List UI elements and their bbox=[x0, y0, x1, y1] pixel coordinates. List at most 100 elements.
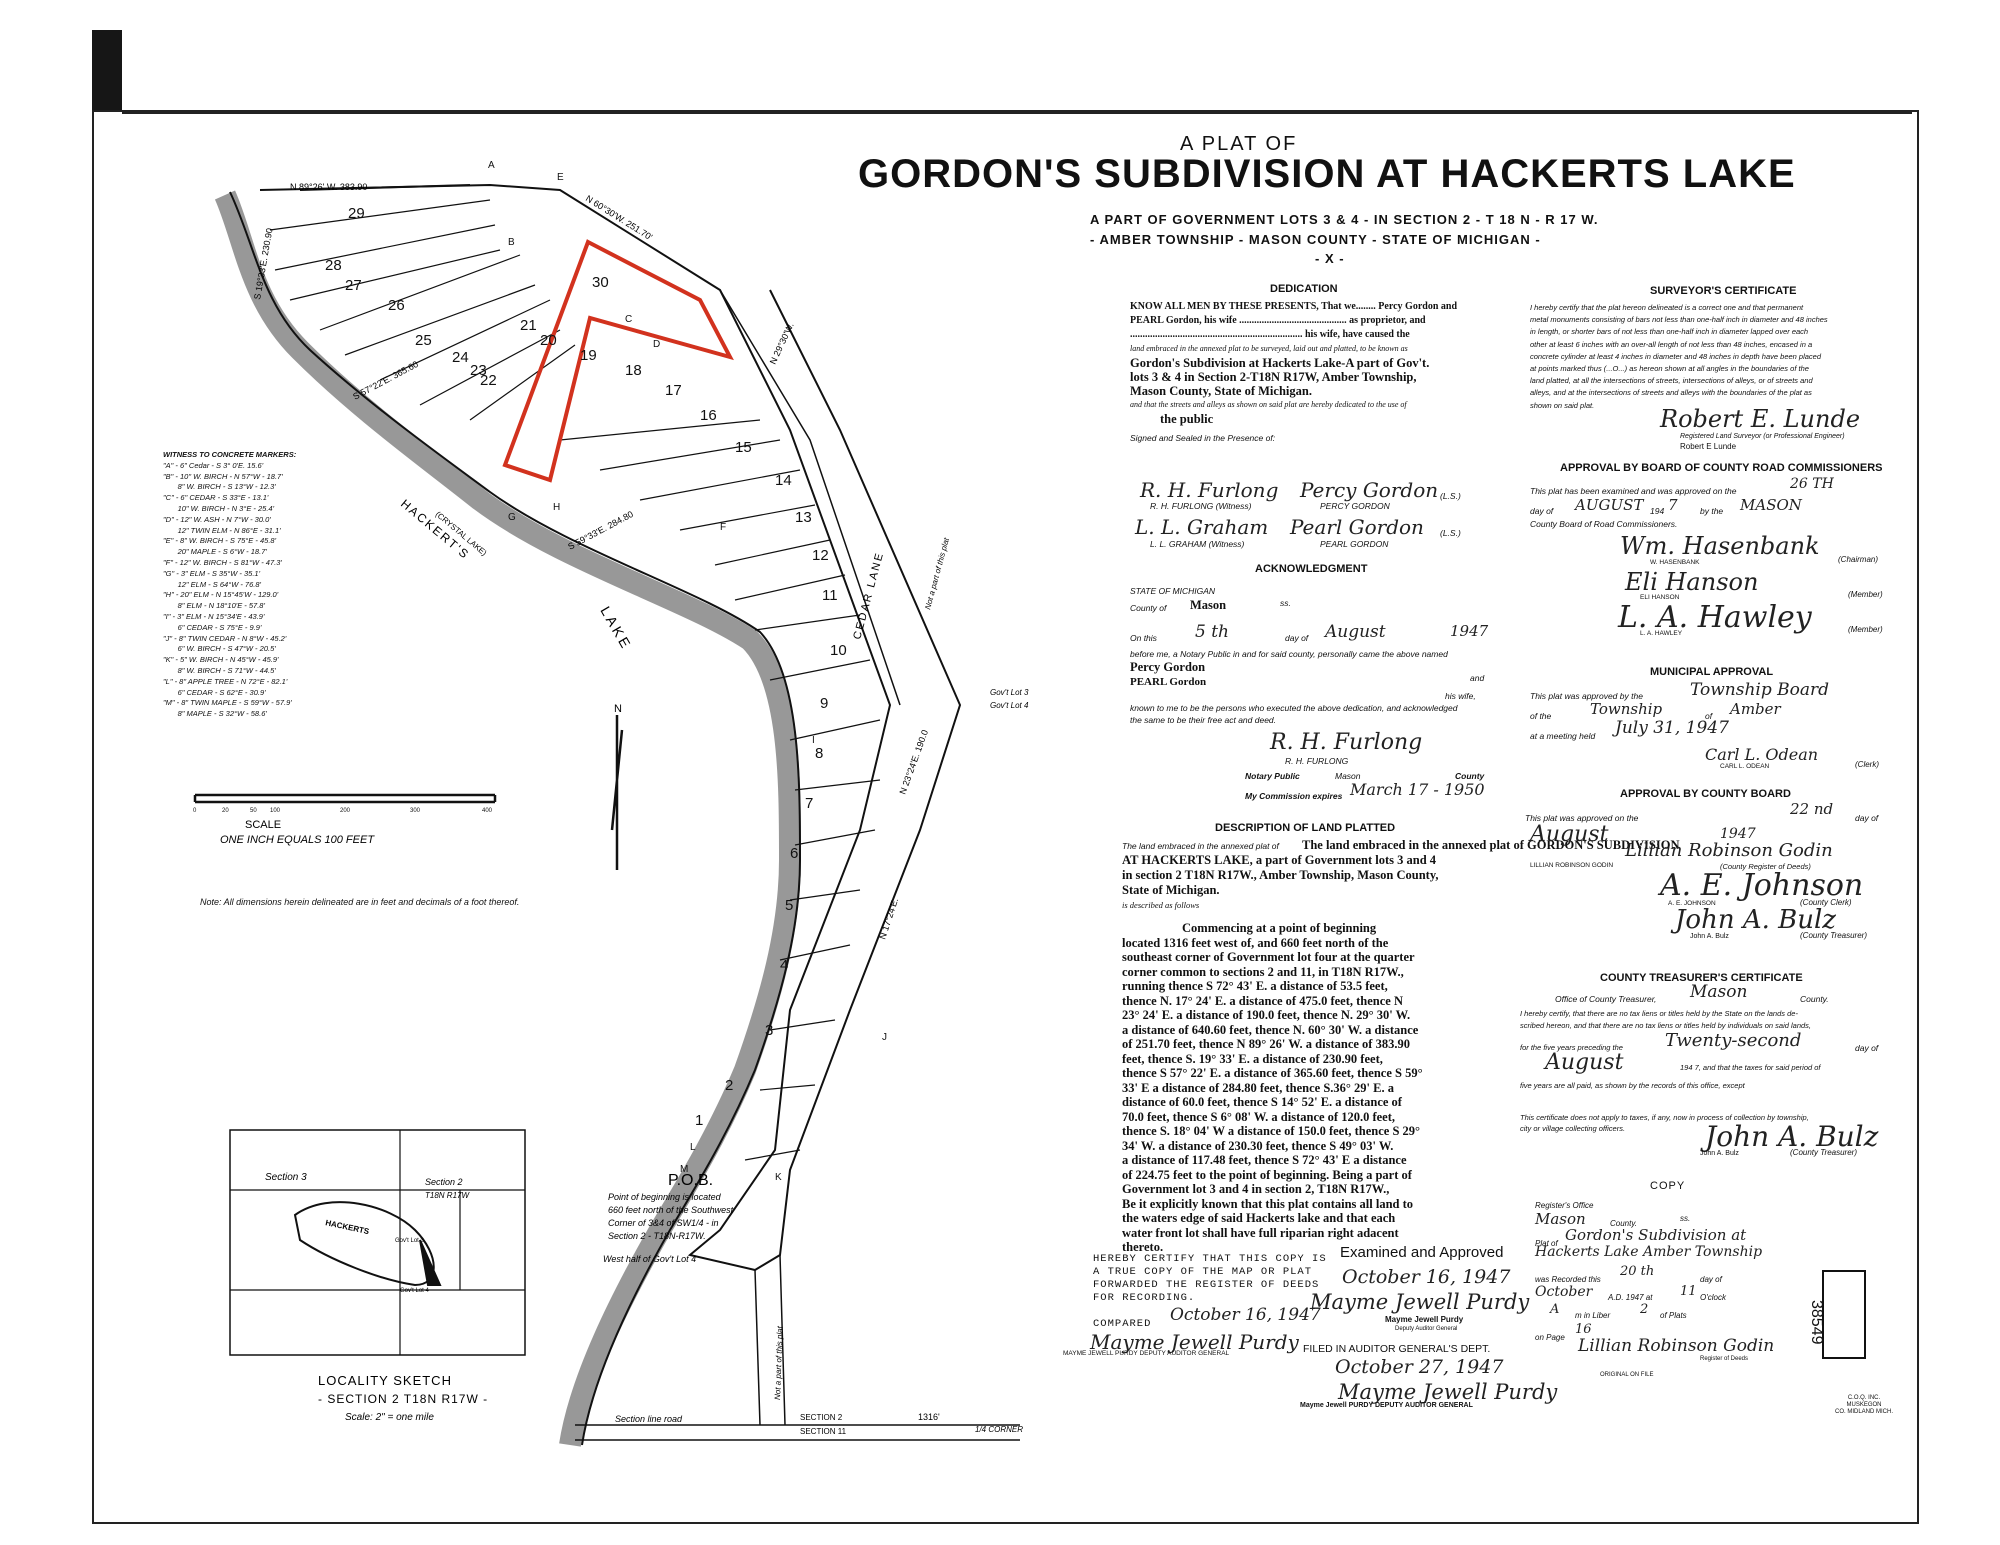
ack-name-1: Percy Gordon bbox=[1130, 660, 1206, 674]
lot-number-27: 27 bbox=[345, 277, 362, 294]
filed-name: Mayme Jewell PURDY DEPUTY AUDITOR GENERA… bbox=[1300, 1402, 1473, 1409]
north-label: N bbox=[614, 703, 622, 715]
treasurer-signature-1: John A. Bulz bbox=[1675, 905, 1837, 935]
treasurer-signature-2: John A. Bulz bbox=[1705, 1120, 1879, 1153]
signer-signature-2: Pearl Gordon bbox=[1290, 515, 1424, 539]
witness-line: 6" CEDAR - S 62°E - 30.9' bbox=[163, 687, 266, 697]
desc-intro-line: State of Michigan. bbox=[1122, 883, 1220, 897]
lot-number-19: 19 bbox=[580, 347, 597, 364]
desc-line: 70.0 feet, thence S 6° 08' W. a distance… bbox=[1122, 1109, 1396, 1124]
municipal-name: CARL L. ODEAN bbox=[1720, 763, 1770, 770]
compared-date: October 16, 1947 bbox=[1170, 1305, 1321, 1325]
locality-hackerts: HACKERTS bbox=[325, 1218, 371, 1236]
copy-role: Register of Deeds bbox=[1700, 1356, 1749, 1362]
section-2-label: SECTION 2 bbox=[800, 1413, 843, 1422]
witness-line: 8" W. BIRCH - S 71°W - 44.5' bbox=[163, 665, 276, 675]
notary-name: R. H. FURLONG bbox=[1285, 756, 1349, 766]
lot-number-26: 26 bbox=[388, 297, 405, 314]
description-title: DESCRIPTION OF LAND PLATTED bbox=[1215, 822, 1396, 834]
copy-signature: Lillian Robinson Godin bbox=[1578, 1336, 1775, 1356]
marker-l: L bbox=[690, 1142, 696, 1153]
desc-intro-line: in section 2 T18N R17W., Amber Township,… bbox=[1122, 868, 1439, 882]
lot-number-29: 29 bbox=[348, 205, 365, 222]
surveyor-name: Robert E Lunde bbox=[1680, 442, 1737, 451]
copy-liber: 2 bbox=[1640, 1302, 1649, 1317]
witness-list: WITNESS TO CONCRETE MARKERS: "A" - 6" Ce… bbox=[163, 450, 296, 720]
treasurer-county-word: County. bbox=[1800, 994, 1829, 1004]
filed-label: FILED IN AUDITOR GENERAL'S DEPT. bbox=[1303, 1343, 1491, 1355]
dimension-note: Note: All dimensions herein delineated a… bbox=[200, 897, 520, 907]
clerk-role: (County Clerk) bbox=[1800, 898, 1852, 907]
witness-title: WITNESS TO CONCRETE MARKERS: bbox=[163, 450, 297, 459]
desc-intro-line: The land embraced in the annexed plat of… bbox=[1302, 838, 1680, 852]
witness-line: 12" TWIN ELM - N 86°E - 31.1' bbox=[163, 525, 281, 535]
copy-hour: 11 bbox=[1680, 1284, 1697, 1299]
copy-rec-month: October bbox=[1535, 1284, 1593, 1300]
desc-line: the waters edge of said Hackerts lake an… bbox=[1122, 1211, 1396, 1225]
examined-name: Mayme Jewell Purdy bbox=[1385, 1315, 1464, 1324]
desc-line: 33' E a distance of 284.80 feet, thence … bbox=[1122, 1080, 1394, 1095]
copy-rec-day: 20 th bbox=[1620, 1264, 1655, 1279]
locality-box bbox=[229, 1129, 526, 1356]
ls-label-1: (L.S.) bbox=[1440, 491, 1461, 501]
witness-name-2: L. L. GRAHAM (Witness) bbox=[1150, 539, 1245, 549]
witness-line: 20" MAPLE - S 6°W - 18.7' bbox=[163, 547, 267, 557]
municipal-place: Amber bbox=[1730, 700, 1781, 718]
county-board-line-1: This plat was approved on the bbox=[1525, 813, 1639, 823]
dedication-line: the public bbox=[1160, 412, 1214, 426]
lot-line-top bbox=[299, 184, 471, 191]
road-by-the: by the bbox=[1700, 506, 1724, 516]
road-member-role-2: (Member) bbox=[1848, 590, 1883, 599]
desc-line: Government lot 3 and 4 in section 2, T18… bbox=[1122, 1182, 1390, 1196]
notary-label: Notary Public bbox=[1245, 771, 1300, 781]
copy-original: ORIGINAL ON FILE bbox=[1600, 1372, 1654, 1378]
examined-signature: Mayme Jewell Purdy bbox=[1310, 1290, 1530, 1314]
bearing-mid: S 57°22'E. 365.60 bbox=[351, 359, 420, 402]
register-role: (County Register of Deeds) bbox=[1720, 862, 1811, 871]
scale-tick: 400 bbox=[482, 808, 493, 814]
govt-lot-4-label: Gov't Lot 4 bbox=[990, 701, 1029, 710]
signer-name-2: PEARL GORDON bbox=[1320, 539, 1389, 549]
plat-sheet bbox=[92, 110, 1919, 1524]
signed-presence-label: Signed and Sealed in the Presence of: bbox=[1130, 433, 1276, 443]
ack-and-1: and bbox=[1470, 673, 1485, 683]
certify-text: HEREBY CERTIFY THAT THIS COPY IS A TRUE … bbox=[1093, 1253, 1327, 1305]
notary-county: Mason bbox=[1335, 771, 1361, 781]
publisher-line: CO. MIDLAND MICH. bbox=[1835, 1409, 1894, 1415]
copy-ad: A.D. 1947 at bbox=[1608, 1293, 1653, 1302]
pob-label: P.O.B. bbox=[668, 1172, 713, 1189]
bearing-3: N 29°30'W. bbox=[768, 321, 796, 366]
witness-name-1: R. H. FURLONG (Witness) bbox=[1150, 501, 1252, 511]
witness-line: "K" - 5" W. BIRCH - N 45°W - 45.9' bbox=[163, 655, 279, 665]
lot-number-4: 4 bbox=[780, 957, 788, 974]
locality-scale: Scale: 2" = one mile bbox=[345, 1412, 434, 1423]
road-day-of: day of bbox=[1530, 506, 1554, 516]
publisher-mark: C.O.Q. INC. MUSKEGON CO. MIDLAND MICH. bbox=[1835, 1395, 1893, 1416]
lot-number-15: 15 bbox=[735, 439, 752, 456]
dedication-line: and that the streets and alleys as shown… bbox=[1130, 400, 1407, 409]
municipal-body: Township Board bbox=[1690, 680, 1830, 700]
desc-line: water front lot shall have full riparian… bbox=[1122, 1225, 1399, 1240]
municipal-title: MUNICIPAL APPROVAL bbox=[1650, 666, 1774, 678]
ack-county-label: County of bbox=[1130, 603, 1167, 613]
lot-number-10: 10 bbox=[830, 642, 847, 659]
lot-number-13: 13 bbox=[795, 509, 812, 526]
witness-line: "C" - 6" CEDAR - S 33°E - 13.1' bbox=[163, 493, 269, 503]
ack-year: 1947 bbox=[1450, 622, 1489, 640]
certify-line: FOR RECORDING. bbox=[1093, 1292, 1196, 1304]
desc-line: thereto. bbox=[1122, 1240, 1164, 1254]
ack-day-of: day of bbox=[1285, 633, 1309, 643]
witness-line: "M" - 8" TWIN MAPLE - S 59°W - 57.9' bbox=[163, 698, 292, 708]
treasurer-year-text: 194 7, and that the taxes for said perio… bbox=[1680, 1063, 1821, 1072]
shoreline-edge bbox=[229, 191, 802, 1446]
plat-of-label: A PLAT OF bbox=[1180, 133, 1298, 155]
road-member-role-1: (Chairman) bbox=[1838, 555, 1879, 564]
commission-label: My Commission expires bbox=[1245, 791, 1343, 801]
not-part-label-2: Not a part of this plat bbox=[773, 1325, 785, 1400]
road-member-name-3: L. A. HAWLEY bbox=[1640, 630, 1683, 637]
bearing-right-2: N 17°24'E. bbox=[877, 897, 900, 941]
surveyor-line: metal monuments consisting of bars not l… bbox=[1530, 315, 1828, 325]
desc-intro-line: AT HACKERTS LAKE, a part of Government l… bbox=[1122, 853, 1437, 867]
witness-line: "H" - 20" ELM - N 15°45'W - 129.0' bbox=[163, 590, 279, 600]
witness-line: "J" - 8" TWIN CEDAR - N 8°W - 45.2' bbox=[163, 633, 287, 643]
